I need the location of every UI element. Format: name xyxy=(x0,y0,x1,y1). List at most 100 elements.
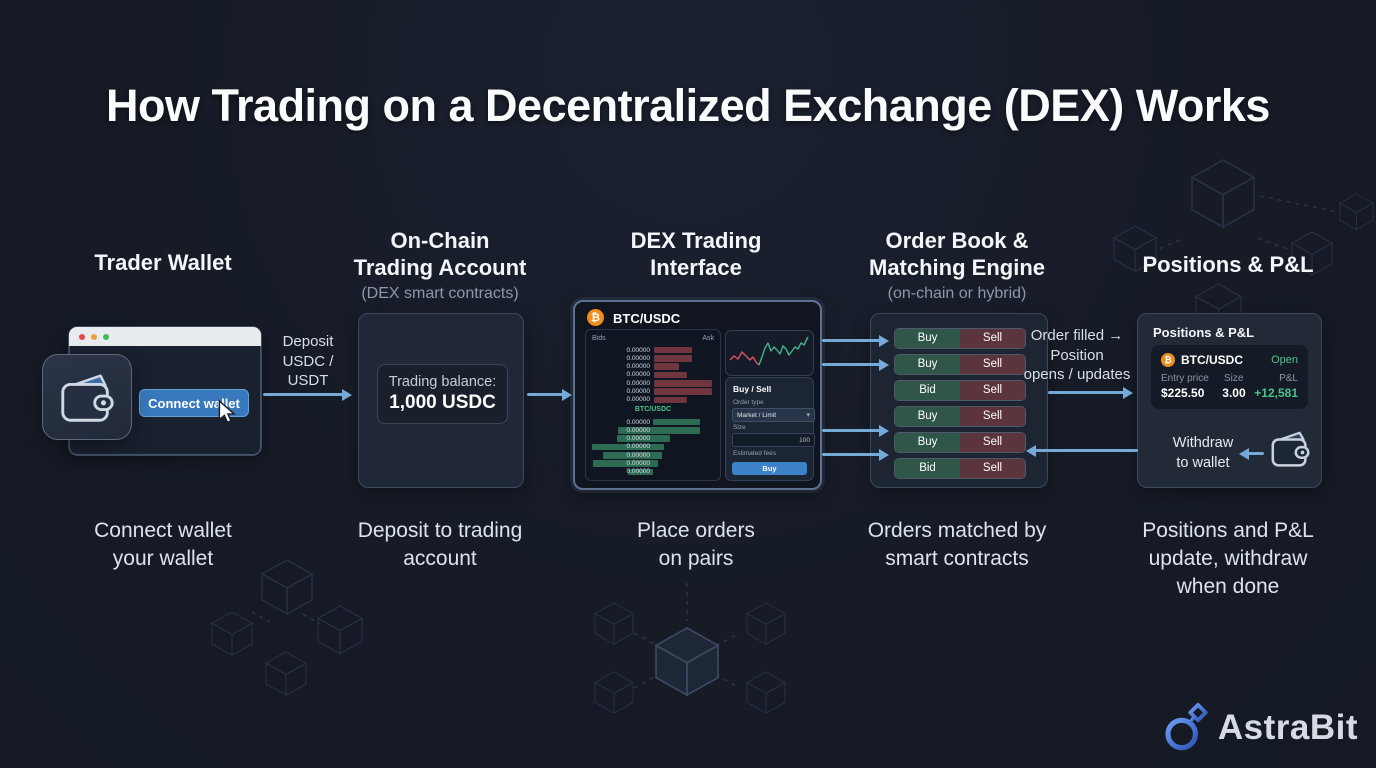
sell-cell[interactable]: Sell xyxy=(960,407,1025,426)
cursor-icon xyxy=(218,399,237,424)
bid-row[interactable]: 0.00000 xyxy=(590,443,716,451)
entry-price-value: $225.50 xyxy=(1161,386,1205,400)
sell-cell[interactable]: Sell xyxy=(960,355,1025,374)
estimated-fees-label: Estimated fees xyxy=(733,450,776,457)
ask-row[interactable]: 0.00000 xyxy=(590,371,716,379)
match-row: Bid Sell xyxy=(894,458,1026,479)
ask-depth-bar xyxy=(654,388,712,395)
size-label: Size xyxy=(733,424,746,431)
buy-button[interactable]: Buy xyxy=(732,462,807,475)
connect-wallet-button[interactable]: Connect wallet xyxy=(139,389,249,417)
heading-trader-wallet: Trader Wallet xyxy=(94,250,232,275)
ask-row[interactable]: 0.00000 xyxy=(590,396,716,404)
bids-header: Bids xyxy=(592,335,606,342)
match-row: Buy Sell xyxy=(894,406,1026,427)
status-badge: Open xyxy=(1271,354,1298,366)
bid-depth-bar xyxy=(628,468,653,476)
position-values-row: $225.50 3.00 +12,581 xyxy=(1161,386,1298,400)
dex-interface-card: ₿ BTC/USDC Bids Ask 0.00000 0.00000 xyxy=(573,300,822,490)
bids-list: 0.00000 0.00000 0.00000 0.00000 xyxy=(590,418,716,476)
browser-titlebar xyxy=(69,327,261,346)
withdraw-arrow xyxy=(1248,452,1264,455)
ask-price: 0.00000 xyxy=(626,379,651,387)
bid-row[interactable]: 0.00000 xyxy=(590,459,716,467)
bid-depth-bar xyxy=(653,418,700,426)
size-value: 3.00 xyxy=(1222,386,1246,400)
bid-row[interactable]: 0.00000 xyxy=(590,468,716,476)
pair-label: BTC/USDC xyxy=(613,311,681,326)
order-arrow-3 xyxy=(822,429,880,432)
bid-price: 0.00000 xyxy=(626,451,651,459)
caption-account: Deposit to trading account xyxy=(357,519,523,570)
chevron-down-icon: ▾ xyxy=(806,412,810,419)
astrabit-logo-icon xyxy=(1165,702,1208,751)
order-book-panel: Bids Ask 0.00000 0.00000 0. xyxy=(585,329,721,481)
ask-depth-bar xyxy=(654,363,679,370)
price-sparkline xyxy=(729,336,809,366)
order-filled-label: Order filled → Position opens / updates xyxy=(1023,327,1131,383)
bid-row[interactable]: 0.00000 xyxy=(590,418,716,426)
position-detail-box: ₿ BTC/USDC Open Entry price Size P&L $22… xyxy=(1151,345,1308,409)
position-pair: BTC/USDC xyxy=(1181,353,1243,367)
wallet-tile xyxy=(42,354,132,440)
heading-dex-interface: DEX Trading Interface xyxy=(630,228,762,280)
account-to-dex-arrow xyxy=(527,393,563,396)
balance-label: Trading balance: xyxy=(388,374,497,390)
bid-row[interactable]: 0.00000 xyxy=(590,451,716,459)
positions-card: Positions & P&L ₿ BTC/USDC Open Entry pr… xyxy=(1137,313,1322,488)
sell-cell[interactable]: Sell xyxy=(960,433,1025,452)
bid-row[interactable]: 0.00000 xyxy=(590,435,716,443)
buy-cell[interactable]: Buy xyxy=(895,329,960,348)
traffic-dot-yellow xyxy=(91,333,97,340)
caption-matching: Orders matched by smart contracts xyxy=(867,519,1047,570)
ask-depth-bar xyxy=(654,346,692,354)
order-arrow-4 xyxy=(822,453,880,456)
sell-cell[interactable]: Sell xyxy=(960,329,1025,348)
ask-price: 0.00000 xyxy=(626,363,651,371)
ask-depth-bar xyxy=(654,371,687,379)
withdraw-return-arrow xyxy=(1035,449,1138,452)
ask-row[interactable]: 0.00000 xyxy=(590,346,716,354)
ask-row[interactable]: 0.00000 xyxy=(590,363,716,371)
size-label: Size xyxy=(1224,373,1244,384)
bid-depth-bar xyxy=(592,443,664,451)
positions-panel-title: Positions & P&L xyxy=(1153,325,1255,340)
bid-price: 0.00000 xyxy=(626,459,651,467)
matching-engine-card: Buy Sell Buy Sell Bid Sell Buy Sell xyxy=(870,313,1048,488)
sell-cell[interactable]: Sell xyxy=(960,381,1025,400)
match-row: Buy Sell xyxy=(894,328,1026,349)
buy-cell[interactable]: Bid xyxy=(895,459,960,478)
pnl-value: +12,581 xyxy=(1254,386,1298,400)
price-chart-panel xyxy=(725,330,814,376)
ask-price: 0.00000 xyxy=(626,387,651,395)
ask-row[interactable]: 0.00000 xyxy=(590,354,716,362)
bitcoin-icon: ₿ xyxy=(587,309,604,326)
caption-wallet: Connect wallet your wallet xyxy=(94,519,232,570)
ask-price: 0.00000 xyxy=(626,346,651,354)
ask-row[interactable]: 0.00000 xyxy=(590,387,716,395)
bid-depth-bar xyxy=(593,460,658,467)
subtitle-onchain-account: (DEX smart contracts) xyxy=(361,285,519,302)
ask-row[interactable]: 0.00000 xyxy=(590,379,716,387)
size-input[interactable]: 100 xyxy=(732,433,815,447)
bid-price: 0.00000 xyxy=(626,468,651,476)
ask-price: 0.00000 xyxy=(626,396,651,404)
sell-cell[interactable]: Sell xyxy=(960,459,1025,478)
bid-row[interactable]: 0.00000 xyxy=(590,426,716,434)
balance-value: 1,000 USDC xyxy=(389,392,496,413)
caption-dex: Place orders on pairs xyxy=(637,519,755,570)
buy-cell[interactable]: Buy xyxy=(895,433,960,452)
order-type-select[interactable]: Market / Limit ▾ xyxy=(732,408,815,422)
ask-depth-bar xyxy=(654,380,712,387)
pnl-label: P&L xyxy=(1279,373,1298,384)
buy-cell[interactable]: Buy xyxy=(895,407,960,426)
bid-price: 0.00000 xyxy=(626,418,651,426)
ask-depth-bar xyxy=(654,355,692,362)
buy-cell[interactable]: Buy xyxy=(895,355,960,374)
buy-cell[interactable]: Bid xyxy=(895,381,960,400)
ask-depth-bar xyxy=(654,396,687,404)
asks-header: Ask xyxy=(702,335,714,342)
bid-depth-bar xyxy=(617,435,670,442)
